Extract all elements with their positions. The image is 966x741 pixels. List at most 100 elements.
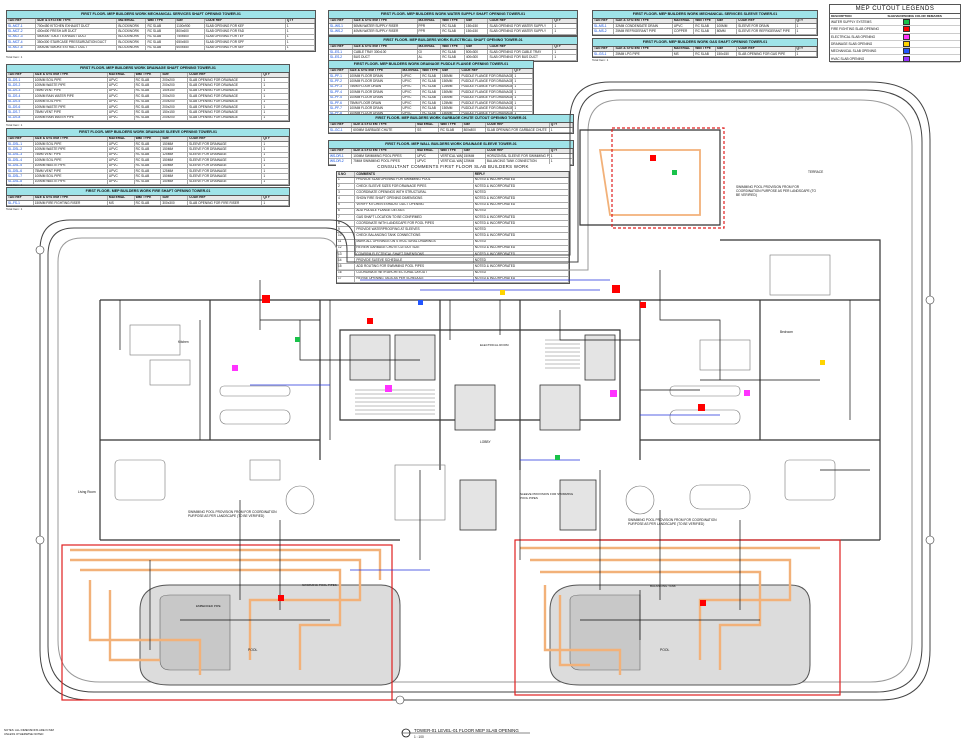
comments-cell: 4 [337,196,356,202]
table-cell: WS-DR-2 [329,159,353,164]
table-cell: PUDDLE FLANGE FOR DRAINAGE [461,84,514,90]
table-cell: 150x150 [716,51,738,57]
table-cell: SL-ES-1 [329,49,353,55]
comments-cell: 2 [337,183,356,190]
comments-cell: COORDINATE WITH ARCHITECTURAL LAYOUT [355,270,474,276]
table-cell: GI [418,49,442,55]
table-cell: BUS DUCT [353,55,418,60]
table-header-cell: MATERIAL [108,72,135,77]
table-cell: UPVC [108,174,135,179]
table-header-cell: MATERIAL [418,18,442,23]
table-cell: SL-PF-7 [329,106,349,111]
table-cell: SL-PF-4 [329,90,349,95]
table-cell: 150x150 [465,29,489,34]
table-cell: RC SLAB [135,168,162,174]
table-cell: UPVC [108,168,135,174]
table-cell: 100MM RAIN WATER PIPE [34,115,108,121]
room-kitchen: Kitchen [178,340,189,344]
comments-cell: COORDINATE WITH LANDSCAPE FOR POOL PIPES [355,221,474,227]
table-cell: SL-GS-1 [593,51,615,57]
table-cell: RC SLAB [135,104,162,110]
grid-bubbles [35,245,935,705]
legend-row: MECHANICAL SLAB OPENING [830,48,960,56]
table-title: FIRST FLOOR- MEP BUILDERS WORK WATER SUP… [329,11,577,19]
legend-label: WATER SUPPLY SYSTEMS [831,20,872,25]
comments-cell: 10 [337,233,356,239]
table-cell: PUDDLE FLANGE FOR DRAINAGE [461,90,514,95]
room-living: Living Room [78,490,96,494]
comments-cell: NOTED & INCORPORATED [474,245,569,252]
table-cell: MS [108,200,135,206]
comments-cell: NOTED & INCORPORATED [474,177,569,183]
table-cell: 25MM LPG PIPE [614,51,673,57]
table-cell: 150MM FIRE FIGHTING RISER [34,200,108,206]
table-cell: RC SLAB [421,79,441,84]
table-cell: SL-MCT-4 [7,40,37,45]
table-title: FIRST FLOOR- MEP BUILDERS WORK MECHANICA… [593,11,817,19]
table-cell: 150MM [463,153,486,159]
comments-cell: REVIEW GARBAGE CHUTE CUTOUT SIZE [355,245,474,252]
table-cell: 75MM FLOOR DRAIN [349,100,402,106]
table-drain-sleeve: FIRST FLOOR- MEP BUILDERS WORK DRAINAGE … [6,128,290,187]
table-cell: 200x200 [161,94,189,99]
table-cell: SLEEVE FOR DRAIN [737,23,796,29]
table-cell: 400x400 FRESH AIR DUCT [36,29,118,34]
table-title: FIRST FLOOR- MEP WALL BUILDERS WORK DRAI… [329,141,573,149]
table-cell: SLEEVE FOR DRAINAGE [188,163,263,168]
table-cell: 1 [550,159,573,164]
piping-network [119,270,870,650]
table-header-cell: Wall TYPE [439,122,463,127]
table-cell: SL-MCT-5 [7,45,37,50]
table-mech-sleeve: FIRST FLOOR- MEP BUILDERS WORK MECHANICA… [592,10,818,36]
table-cell: BLOCKWORK [117,29,147,34]
table-cell: AL [418,55,442,60]
table-cell: SLEEVE FOR DRAINAGE [188,147,263,152]
table-cell: 125MM [161,152,189,158]
table-cell: 75MM SWIMMING POOL PIPES [352,159,417,164]
table-cell: 750x500 [176,34,205,40]
table-header-cell: QTY [262,72,290,77]
table-cell: 100MM FLOOR DRAIN [349,111,402,117]
legend-row: DRAINAGE SLAB OPENING [830,41,960,49]
table-cell: RC SLAB [421,95,441,100]
table-cell: SLEEVE FOR DRAINAGE [188,158,263,163]
table-header-cell: Wall TYPE [135,136,162,141]
table-cell: 150MM [441,106,461,111]
table-header-cell: QTY [553,18,578,23]
legend-color-swatch [902,26,910,33]
table-cell: UPVC [108,83,135,88]
table-cell: SL-FS-1 [7,200,34,206]
table-cell: 1 [553,29,578,34]
table-cell: RC SLAB [694,29,716,34]
table-cell: 1100x900 [176,23,205,29]
table-consultant-comments: CONSULTANT COMMENTS FIRST FLOOR SLAB BUI… [336,164,570,284]
table-cell: SL-MS-2 [593,29,615,34]
table-cell: WS-DR-1 [329,153,353,159]
table-cell: RC SLAB [439,127,463,133]
legend-swatch-cell [887,41,926,48]
table-header-cell: QTY [796,46,817,51]
table-cell: 100MM WASTE PIPE [34,104,108,110]
table-cell: HORIZONTAL SLEEVE FOR SWIMMING POOL PIPE… [486,153,550,159]
swimming-pools [139,584,811,686]
table-cell: 1 [262,83,290,88]
table-header-cell: TAG REF [329,122,353,127]
table-cell: 1 [262,110,290,115]
table-cell: UPVC [108,77,135,83]
table-cell: 100MM WASTE PIPE [34,147,108,152]
table-cell: SLAB OPENING FOR KEF [205,23,286,29]
table-header-cell: Wall TYPE [441,18,465,23]
table-cell: 1 [262,77,290,83]
table-cell: SL-PF-6 [329,100,349,106]
